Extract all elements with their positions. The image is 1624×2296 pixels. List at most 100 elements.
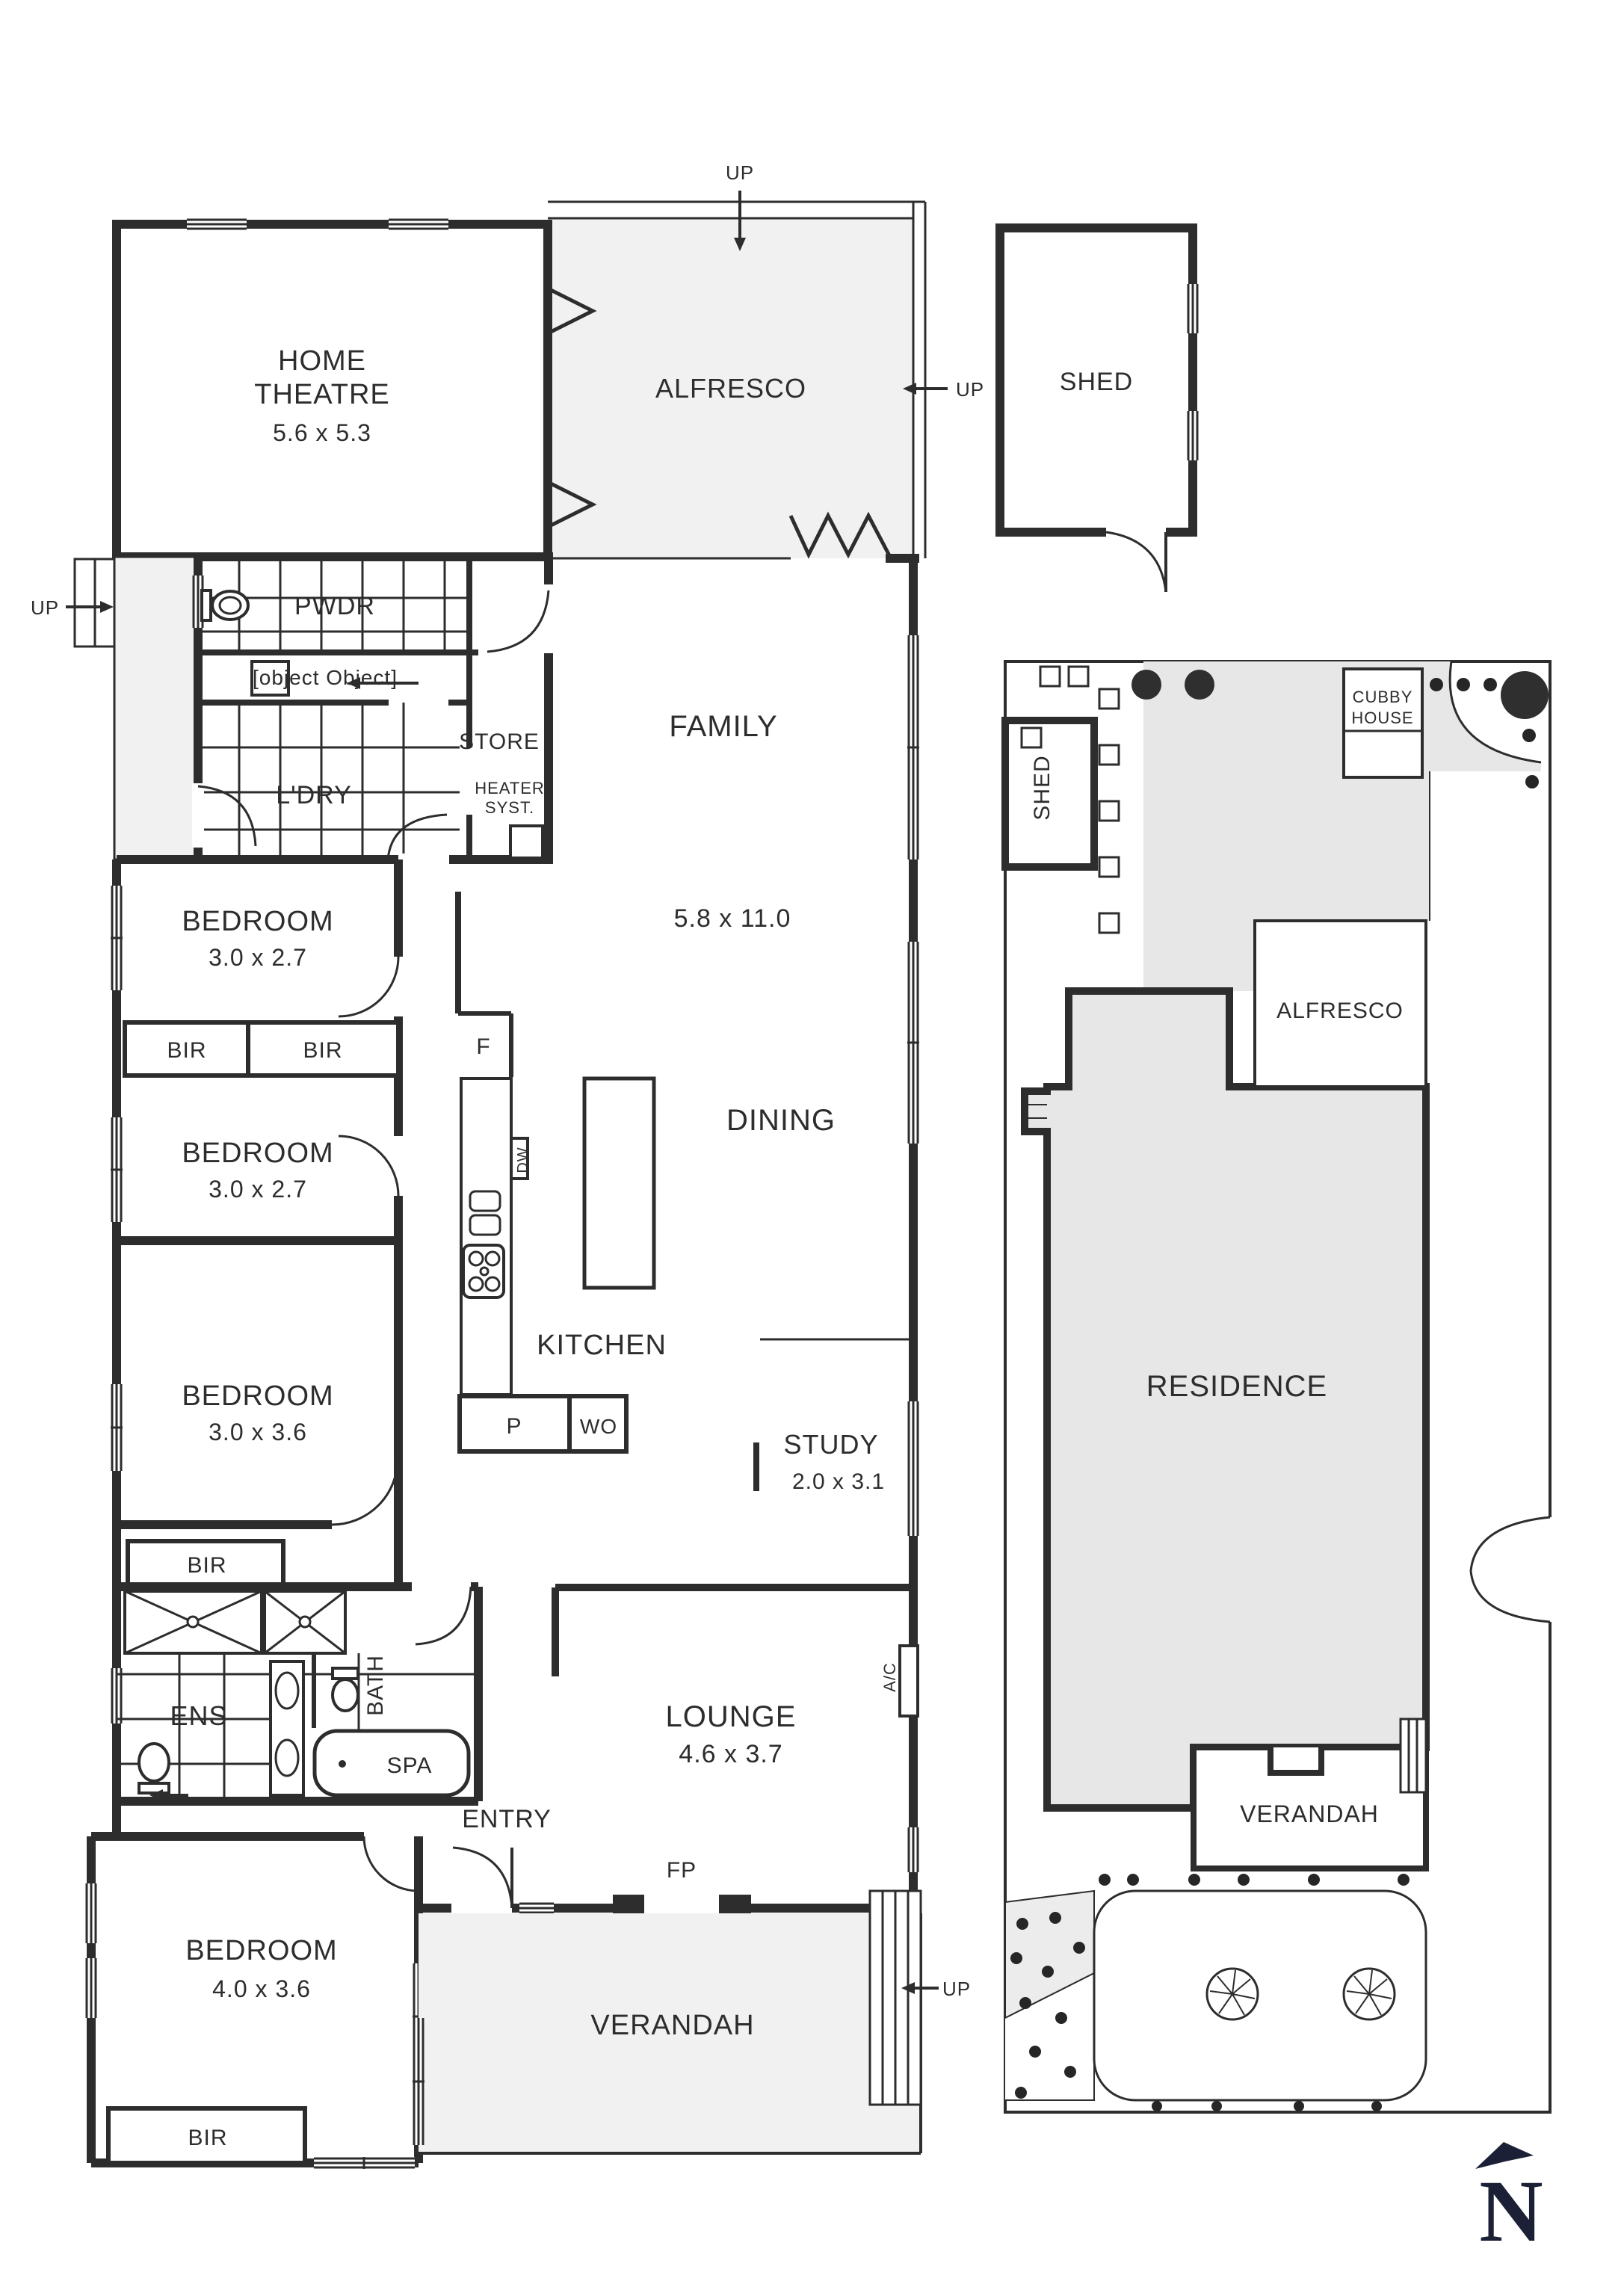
up-label-porch: UP: [31, 596, 59, 619]
window: [85, 1883, 97, 1943]
front-door-arc-icon: [452, 1846, 513, 1909]
bedroom3-label: BEDROOM: [182, 1380, 333, 1412]
site-plan: CUBBY HOUSE SHED: [1001, 660, 1556, 2114]
bed1-door-arc-icon: [338, 956, 400, 1018]
main-floor-plan: UP UP ALFRESCO HOME THEATRE 5.6 x 5.3: [31, 161, 1199, 2169]
window: [111, 1668, 123, 1723]
wall-oven: [567, 1394, 629, 1454]
bedroom4-label: BEDROOM: [185, 1935, 337, 1966]
toilet-icon: [138, 1742, 170, 1794]
bed3-door-arc-icon: [331, 1458, 399, 1526]
cooktop-icon: [462, 1244, 505, 1299]
window: [907, 1401, 919, 1536]
ldry-label: L'DRY: [276, 781, 352, 809]
site-residence: RESIDENCE: [1021, 987, 1430, 1812]
kitchen-island: [582, 1076, 656, 1290]
utility-inner-walls: [198, 557, 478, 860]
kitchen-bench: [460, 1077, 513, 1396]
fp-label: FP: [667, 1858, 697, 1883]
site-alfresco: ALFRESCO: [1253, 919, 1427, 1088]
ac-unit: [898, 1644, 919, 1718]
garden-beds: [1004, 1889, 1095, 2101]
pwdr-label: PWDR: [294, 592, 375, 620]
ens-bath-walls: [117, 1582, 483, 1806]
north-label: N: [1479, 2162, 1543, 2260]
bir4-label: BIR: [188, 2126, 227, 2150]
exit-arrowhead-icon: [149, 1789, 163, 1801]
heater-label-1: HEATER: [475, 779, 545, 797]
north-arrow-icon: [1475, 2142, 1534, 2169]
toilet-icon: [200, 589, 250, 622]
bedroom-wing: BEDROOM 3.0 x 2.7 BIR BIR BEDROOM 3.0 x …: [111, 855, 403, 1801]
cubby-label-2: HOUSE: [1351, 709, 1413, 727]
window: [111, 886, 123, 990]
bed2-door-arc-icon: [338, 1135, 400, 1197]
alfresco-label: ALFRESCO: [655, 373, 806, 404]
bedroom2-dims: 3.0 x 2.7: [209, 1176, 307, 1203]
stairs-icon: [868, 1889, 922, 2106]
toilet-icon: [331, 1667, 359, 1712]
residence-landing-steps: [1025, 1104, 1047, 1119]
washing-machine-icon: [250, 660, 290, 697]
room-home-theatre: HOME THEATRE 5.6 x 5.3: [112, 218, 552, 561]
site-shed: SHED: [1001, 717, 1098, 871]
family-label: FAMILY: [669, 710, 777, 743]
shrub-dots: [1430, 678, 1539, 789]
bifold-door-icon: [546, 286, 597, 529]
up-label-side: UP: [956, 378, 984, 401]
tree-icon: [1131, 670, 1549, 719]
stairs-icon: [1399, 1718, 1427, 1794]
pantry-label: P: [506, 1414, 522, 1439]
north-compass: N: [1475, 2142, 1543, 2260]
dishwasher-icon: [510, 1137, 529, 1180]
tree-icon: [1205, 1967, 1259, 2021]
utility-walls: [194, 552, 553, 864]
spa-label: SPA: [387, 1753, 433, 1778]
ldry-door-gap: [192, 783, 204, 848]
heater-label-2: SYST.: [485, 798, 534, 817]
garden-path-curve: [1448, 661, 1542, 764]
bath-door-arc-icon: [415, 1586, 472, 1646]
home-theatre-label-2: THEATRE: [254, 379, 390, 410]
ldry-door-arc-icon: [197, 785, 257, 847]
home-theatre-dims: 5.6 x 5.3: [273, 419, 371, 446]
shower-icon: [123, 1590, 263, 1655]
bedroom2-label: BEDROOM: [182, 1138, 333, 1169]
up-label-top: UP: [726, 161, 754, 184]
ens-label: ENS: [170, 1700, 227, 1731]
wm-label: [object Object]: [253, 666, 398, 689]
path-shrub-dots: [1099, 1874, 1410, 2111]
lounge-dims: 4.6 x 3.7: [679, 1740, 782, 1768]
site-shed-label: SHED: [1030, 755, 1055, 820]
window: [111, 1117, 123, 1222]
site-verandah-label: VERANDAH: [1240, 1800, 1379, 1827]
side-porch: UP: [31, 555, 200, 861]
verandah-floor: [419, 1913, 921, 2153]
bir-robes: BIR BIR: [123, 1020, 401, 1078]
verandah-label: VERANDAH: [590, 2010, 754, 2041]
alfresco-outline: [548, 200, 927, 560]
bir3-label: BIR: [187, 1553, 226, 1578]
shed-door-gap: [1106, 523, 1166, 537]
entry-label: ENTRY: [462, 1805, 552, 1833]
wall-oven-label: WO: [580, 1415, 617, 1438]
up-arrowhead-verandah-icon: [901, 1982, 915, 1994]
bedroom1-dims: 3.0 x 2.7: [209, 944, 307, 971]
pwdr-door-gap: [543, 584, 555, 653]
shed-walls: [995, 223, 1197, 537]
fridge-nook: [458, 1011, 513, 1077]
dishwasher-label: DW: [515, 1147, 531, 1173]
up-arrowhead-side-icon: [903, 383, 916, 395]
lounge-walls: [552, 1584, 913, 1676]
alfresco-floor: [548, 218, 913, 558]
store-label: STORE: [459, 729, 540, 754]
window: [1187, 411, 1199, 460]
break-line-icon: [788, 511, 893, 560]
kitchen: F DW P WO KITCHEN: [455, 892, 666, 1454]
bed4-door-arc-icon: [362, 1836, 419, 1892]
heater-unit-icon: [509, 824, 544, 860]
shed-detached: SHED: [995, 223, 1199, 593]
cubby-house: CUBBY HOUSE: [1342, 667, 1424, 779]
